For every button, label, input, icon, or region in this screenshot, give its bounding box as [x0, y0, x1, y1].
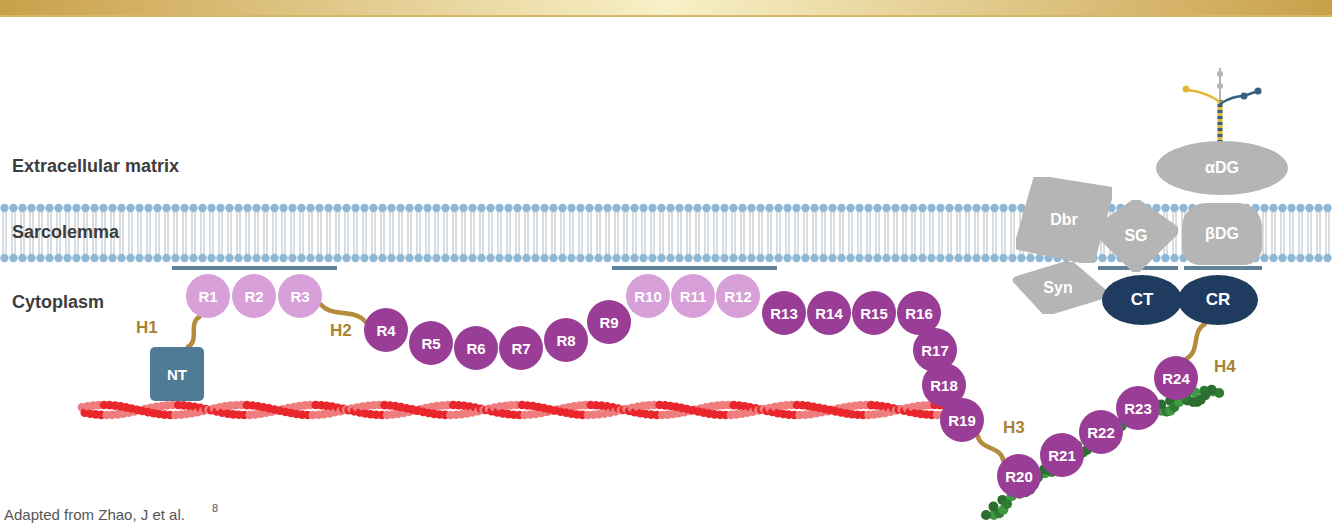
spectrin-repeat: R12 — [716, 274, 760, 318]
spectrin-repeat: R13 — [762, 291, 806, 335]
node-label: βDG — [1205, 225, 1239, 243]
side-label: Cytoplasm — [12, 292, 104, 313]
side-label: Sarcolemma — [12, 222, 119, 243]
node-label: R19 — [948, 412, 976, 429]
node-label: R5 — [421, 335, 440, 352]
spectrin-repeat: R2 — [232, 274, 276, 318]
spectrin-repeat: R9 — [587, 300, 631, 344]
microtubule — [981, 385, 1224, 520]
spectrin-repeat: R3 — [278, 274, 322, 318]
node-label: Syn — [1043, 279, 1072, 297]
spectrin-repeat: R8 — [544, 318, 588, 362]
hinge-label: H1 — [136, 318, 158, 338]
actin-filament — [78, 401, 953, 420]
dystrobrevin-shape: Dbr — [1016, 177, 1112, 263]
node-label: R12 — [724, 288, 752, 305]
spectrin-repeat: R19 — [940, 398, 984, 442]
hinge-label: H3 — [1003, 418, 1025, 438]
spectrin-repeat: R11 — [671, 274, 715, 318]
spectrin-repeat: R24 — [1154, 356, 1198, 400]
header-rule — [0, 15, 1332, 17]
membrane-anchor — [612, 266, 777, 270]
spectrin-repeat: R4 — [364, 308, 408, 352]
terminal-domain: NT — [150, 347, 204, 401]
node-label: R21 — [1048, 447, 1076, 464]
node-label: R6 — [466, 340, 485, 357]
hinge-connector — [188, 316, 200, 347]
node-label: R8 — [556, 332, 575, 349]
node-label: R1 — [198, 288, 217, 305]
node-label: αDG — [1205, 159, 1239, 177]
node-label: R3 — [290, 288, 309, 305]
node-label: R15 — [860, 305, 888, 322]
spectrin-repeat: R10 — [626, 274, 670, 318]
node-label: R11 — [680, 288, 707, 305]
node-label: SG — [1124, 227, 1147, 245]
membrane-anchor — [1184, 266, 1262, 270]
node-label: R4 — [376, 322, 395, 339]
node-label: R18 — [930, 377, 958, 394]
node-label: R10 — [634, 288, 662, 305]
node-label: NT — [167, 366, 187, 383]
node-label: R2 — [244, 288, 263, 305]
hinge-connector — [320, 304, 365, 322]
node-label: Dbr — [1050, 211, 1078, 229]
syntrophin-shape: Syn — [1009, 262, 1107, 314]
node-label: R20 — [1005, 468, 1033, 485]
spectrin-repeat: R21 — [1040, 433, 1084, 477]
protein-ellipse: CR — [1178, 275, 1258, 325]
spectrin-repeat: R15 — [852, 291, 896, 335]
membrane-anchor — [172, 266, 337, 270]
sarcoglycan-shape: SG — [1094, 200, 1178, 272]
node-label: CR — [1206, 290, 1231, 310]
node-label: R23 — [1124, 400, 1152, 417]
node-label: R13 — [770, 305, 798, 322]
node-label: R24 — [1162, 370, 1190, 387]
spectrin-repeat: R14 — [807, 291, 851, 335]
spectrin-repeat: R23 — [1116, 386, 1160, 430]
node-label: R22 — [1087, 424, 1115, 441]
hinge-label: H2 — [330, 321, 352, 341]
spectrin-repeat: R20 — [997, 454, 1041, 498]
node-label: R7 — [511, 340, 530, 357]
spectrin-repeat: R6 — [454, 326, 498, 370]
side-label: Extracellular matrix — [12, 156, 179, 177]
protein-ellipse: αDG — [1156, 141, 1288, 195]
spectrin-repeat: R22 — [1079, 410, 1123, 454]
node-label: CT — [1131, 290, 1154, 310]
spectrin-repeat: R7 — [499, 326, 543, 370]
spectrin-repeat: R5 — [409, 321, 453, 365]
hinge-label: H4 — [1214, 357, 1236, 377]
node-label: R17 — [921, 342, 949, 359]
node-label: R9 — [599, 314, 618, 331]
hinge-connector — [1186, 324, 1205, 359]
reference-number: 8 — [212, 502, 218, 514]
protein-ellipse: CT — [1102, 275, 1182, 325]
spectrin-repeat: R1 — [186, 274, 230, 318]
node-label: R14 — [815, 305, 843, 322]
glycan-tree — [1183, 68, 1262, 143]
header-bar — [0, 0, 1332, 15]
hinge-connector — [978, 435, 1004, 460]
dystroglycan-shape: βDG — [1182, 203, 1262, 265]
node-label: R16 — [905, 305, 933, 322]
caption: Adapted from Zhao, J et al. — [4, 506, 185, 523]
